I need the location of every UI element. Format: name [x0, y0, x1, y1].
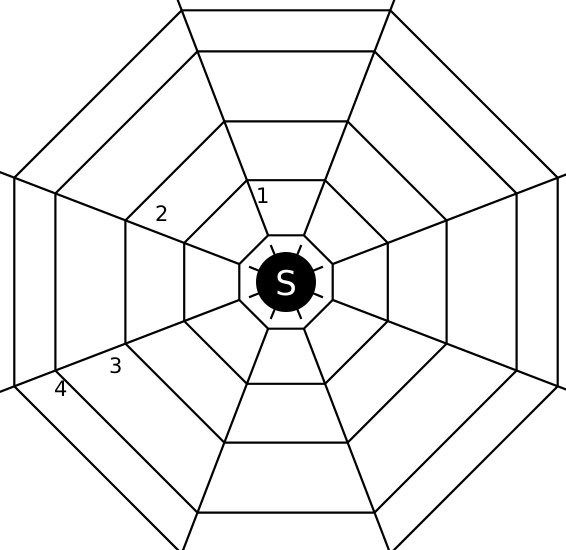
web-spoke [333, 170, 566, 264]
web-spoke [333, 300, 566, 394]
ring-label-1: 1 [256, 184, 269, 208]
spider-letter: S [275, 264, 297, 304]
ring-label-2: 2 [155, 202, 168, 226]
ring-label-3: 3 [109, 354, 122, 378]
spider: S [249, 245, 323, 319]
web-spoke [174, 0, 268, 235]
web-spoke [0, 300, 239, 394]
web-spoke [304, 0, 398, 235]
web-spoke [0, 170, 239, 264]
ring-label-4: 4 [54, 377, 67, 401]
